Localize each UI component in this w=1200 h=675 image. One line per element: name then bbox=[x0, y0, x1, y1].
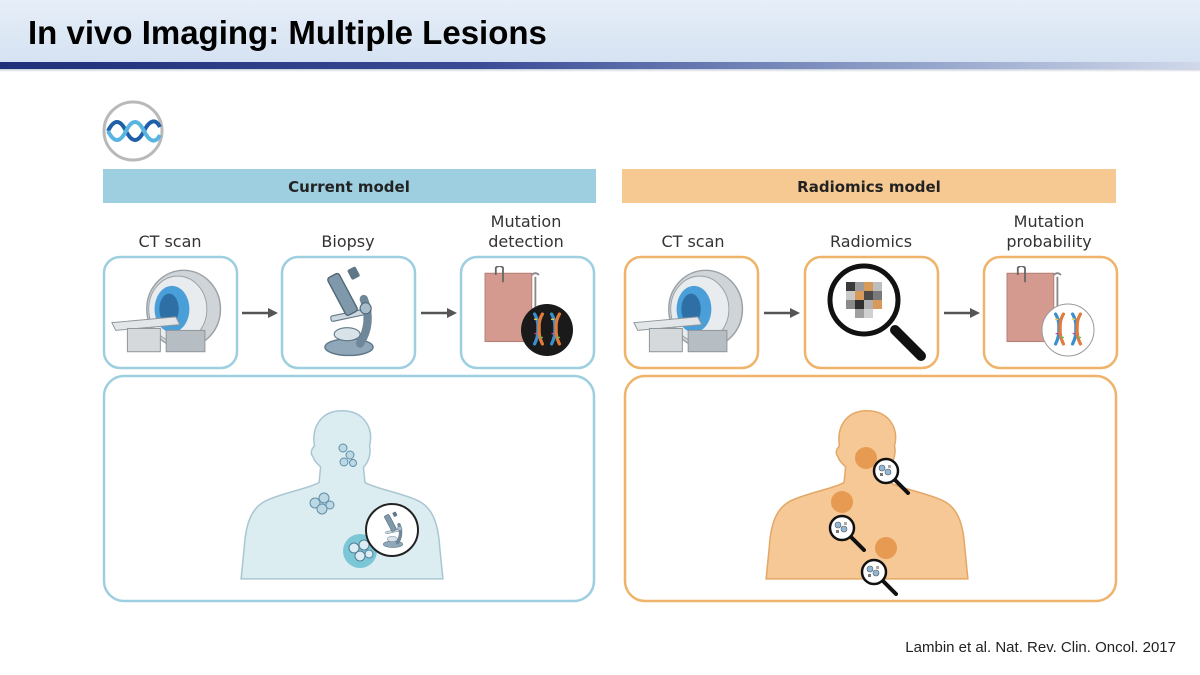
citation: Lambin et al. Nat. Rev. Clin. Oncol. 201… bbox=[905, 639, 1176, 656]
current-step-3-label-line2: detection bbox=[488, 232, 564, 251]
radiomics-step-3-label-line1: Mutation bbox=[1014, 212, 1085, 231]
radiomics-magnifier-icon bbox=[827, 263, 926, 361]
slide-title: In vivo Imaging: Multiple Lesions bbox=[28, 14, 547, 51]
mutation-probability-report-icon bbox=[1006, 266, 1095, 357]
current-model-panel: Current model CT scan Biopsy Mutation de… bbox=[102, 169, 596, 603]
radiomics-model-panel: Radiomics model CT scan Radiomics Mutati… bbox=[622, 169, 1119, 603]
current-arrow-1 bbox=[242, 308, 278, 318]
current-step-3-label-line1: Mutation bbox=[491, 212, 562, 231]
title-underline bbox=[0, 62, 1200, 69]
radiomics-step-3-label-line2: probability bbox=[1006, 232, 1091, 251]
radiomics-step-1-label: CT scan bbox=[661, 232, 724, 251]
current-step-1-label: CT scan bbox=[138, 232, 201, 251]
current-step-2-label: Biopsy bbox=[321, 232, 374, 251]
current-model-header-bar bbox=[103, 169, 596, 203]
current-arrow-2 bbox=[421, 308, 457, 318]
radiomics-model-header-bar bbox=[622, 169, 1116, 203]
radiomics-step-2-label: Radiomics bbox=[830, 232, 912, 251]
current-body-figure bbox=[240, 409, 444, 580]
radiomics-arrow-2 bbox=[944, 308, 980, 318]
dna-icon bbox=[102, 100, 164, 162]
title-bar bbox=[0, 0, 1200, 64]
radiomics-body-figure bbox=[765, 409, 969, 596]
radiomics-arrow-1 bbox=[764, 308, 800, 318]
radiomics-model-header: Radiomics model bbox=[797, 178, 941, 196]
mutation-report-icon bbox=[484, 266, 573, 356]
current-model-header: Current model bbox=[288, 178, 410, 196]
title-underline-shadow bbox=[0, 69, 1200, 72]
